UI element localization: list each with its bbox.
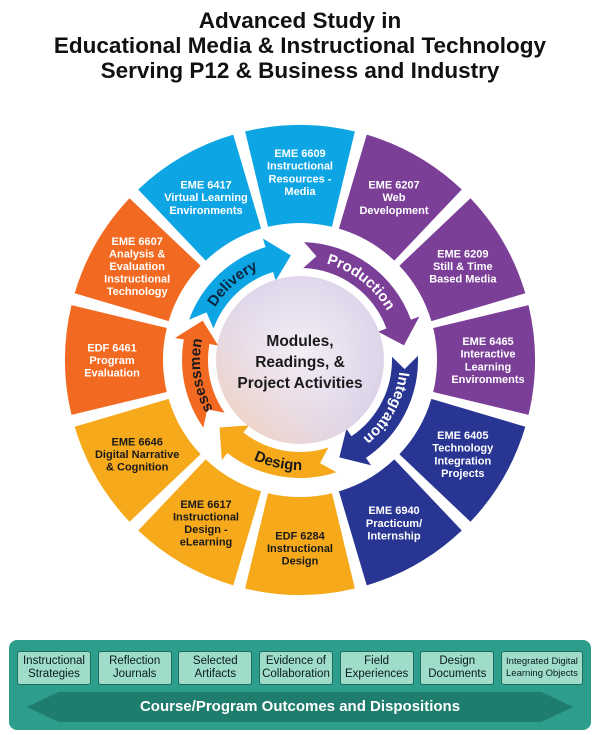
course-label-line: Technology (432, 443, 494, 455)
course-label-line: Evaluation (109, 261, 165, 273)
course-label-line: & Cognition (106, 462, 169, 474)
center-line-1: Modules, (266, 333, 333, 350)
course-label-line: Learning (465, 361, 511, 373)
course-label-line: EDF 6461 (87, 342, 137, 354)
course-label-line: EME 6207 (368, 180, 419, 192)
course-label-line: Based Media (429, 274, 497, 286)
course-segment (74, 398, 201, 522)
center-circle-tint (216, 276, 384, 444)
center-hub: Modules, Readings, & Project Activities (216, 276, 384, 444)
chip-reflection-journals: Reflection Journals (97, 651, 172, 685)
course-label-line: Digital Narrative (95, 449, 179, 461)
course-label-line: Integration (434, 455, 491, 467)
chip-integrated-digital-learning-objects: Integrated Digital Learning Objects (500, 651, 583, 685)
course-segment (245, 493, 355, 596)
course-label-line: Design (282, 556, 319, 568)
course-label-line: Instructional (267, 161, 333, 173)
course-label-line: Virtual Learning (164, 192, 248, 204)
course-segment (138, 134, 262, 261)
course-label-line: EME 6465 (462, 336, 513, 348)
center-line-2: Readings, & (255, 354, 345, 371)
outcomes-label: Course/Program Outcomes and Dispositions (139, 698, 461, 715)
course-label-line: Projects (441, 468, 484, 480)
chip-instructional-strategies: Instructional Strategies (17, 651, 91, 685)
course-segment (338, 459, 462, 586)
integration-arrow (339, 355, 418, 466)
course-label-line: Media (284, 186, 316, 198)
production-arrow (303, 242, 420, 346)
assessment-arrow (174, 320, 225, 428)
course-label-line: EDF 6284 (275, 530, 325, 542)
course-label-line: Development (359, 205, 428, 217)
design-arrow (219, 425, 337, 478)
course-label-line: EME 6617 (180, 499, 231, 511)
diagram-title: Advanced Study in Educational Media & In… (0, 8, 600, 83)
course-segment (399, 198, 526, 322)
chip-evidence-of-collaboration: Evidence of Collaboration (258, 651, 333, 685)
center-line-3: Project Activities (237, 375, 362, 392)
course-label-line: EME 6417 (180, 180, 231, 192)
chip-field-experiences: Field Experiences (339, 651, 414, 685)
course-label-line: Environments (169, 205, 242, 217)
course-label-line: Technology (107, 286, 169, 298)
course-label-line: Interactive (460, 349, 515, 361)
course-label-line: EME 6209 (437, 248, 488, 260)
course-label-line: Analysis & (109, 248, 165, 260)
delivery-arrow (189, 238, 291, 329)
outcomes-panel: Instructional Strategies Reflection Jour… (9, 640, 591, 730)
title-line-2: Educational Media & Instructional Techno… (53, 33, 547, 58)
double-arrow-bar (27, 692, 573, 722)
course-label-line: eLearning (180, 537, 233, 549)
course-label-line: EME 6646 (111, 436, 162, 448)
course-segment (338, 134, 462, 261)
course-label-line: Instructional (173, 512, 239, 524)
course-label-line: Instructional (267, 543, 333, 555)
course-label-line: Web (382, 192, 405, 204)
course-label-line: EME 6609 (274, 148, 325, 160)
course-segment (245, 125, 355, 227)
course-label-line: Practicum/ (366, 518, 422, 530)
double-arrow-shape (27, 692, 573, 722)
course-label-line: Instructional (104, 274, 170, 286)
course-label-line: Environments (451, 374, 524, 386)
course-label-line: Internship (367, 530, 420, 542)
course-label-line: Evaluation (84, 368, 140, 380)
course-segment (138, 459, 262, 586)
chip-selected-artifacts: Selected Artifacts (178, 651, 253, 685)
chip-design-documents: Design Documents (420, 651, 495, 685)
course-label-line: Still & Time (433, 261, 493, 273)
course-segment (399, 398, 526, 522)
course-label-line: Resources - (269, 173, 332, 185)
course-label-line: EME 6405 (437, 430, 488, 442)
outcome-chips: Instructional Strategies Reflection Jour… (17, 651, 583, 685)
course-segment (65, 305, 167, 415)
course-segment (74, 198, 201, 322)
course-label-line: Program (89, 355, 134, 367)
course-label-line: EME 6940 (368, 505, 419, 517)
title-line-3: Serving P12 & Business and Industry (100, 58, 500, 83)
title-line-1: Advanced Study in (198, 8, 402, 33)
course-segment (433, 305, 536, 415)
course-label-line: EME 6607 (111, 236, 162, 248)
course-label-line: Design - (184, 524, 228, 536)
